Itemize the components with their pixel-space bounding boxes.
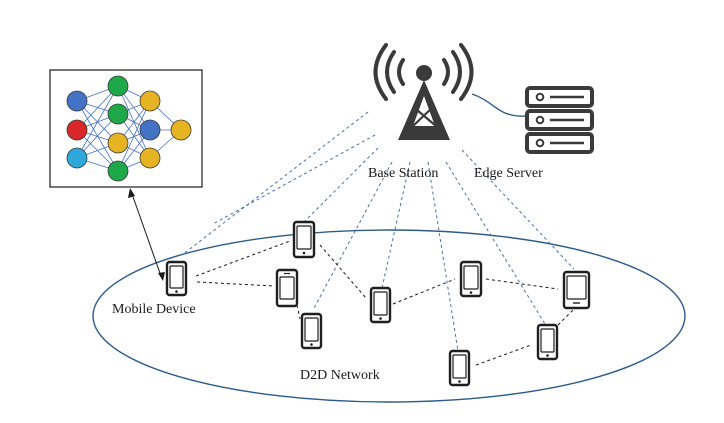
smartphone-icon xyxy=(292,220,316,259)
d2d-link xyxy=(557,309,574,326)
neural-network-node xyxy=(107,132,129,154)
server-rack-icon xyxy=(525,86,594,154)
d2d-link xyxy=(296,304,301,320)
d2d-link xyxy=(475,344,532,366)
edge-server-label: Edge Server xyxy=(474,166,543,181)
d2d-link xyxy=(195,240,291,277)
neural-network-icon xyxy=(49,69,203,188)
cellular-link xyxy=(303,147,379,223)
mobile-device-label: Mobile Device xyxy=(112,302,196,317)
neural-network-node xyxy=(66,90,88,112)
cellular-link xyxy=(212,134,376,225)
smartphone-icon xyxy=(165,260,188,297)
neural-network-node xyxy=(107,160,129,182)
base-station-label: Base Station xyxy=(368,166,439,181)
neural-network-nodes xyxy=(66,75,192,182)
neural-network-node xyxy=(139,147,161,169)
cellular-link xyxy=(181,111,369,256)
model-device-arrow xyxy=(128,188,165,281)
cellular-link xyxy=(312,161,393,311)
d2d-links xyxy=(195,240,574,366)
d2d-link xyxy=(392,278,456,305)
tablet-icon xyxy=(562,270,591,310)
neural-network-node xyxy=(66,147,88,169)
smartphone-icon xyxy=(369,286,392,324)
neural-network-node xyxy=(139,119,161,141)
neural-network-node xyxy=(107,75,129,97)
neural-network-node xyxy=(139,90,161,112)
smartphone-icon xyxy=(459,260,483,298)
d2d-network-ellipse xyxy=(92,229,686,403)
neural-network-edge xyxy=(117,100,151,172)
d2d-link xyxy=(196,281,275,287)
smartphone-icon xyxy=(275,268,299,308)
smartphone-icon xyxy=(300,312,323,350)
cellular-link xyxy=(427,161,459,352)
server-link xyxy=(471,93,529,117)
neural-network-node xyxy=(66,119,88,141)
smartphone-icon xyxy=(448,349,471,387)
cellular-link xyxy=(445,161,546,325)
cellular-links xyxy=(181,111,575,352)
tower-antenna-icon xyxy=(373,43,474,140)
neural-network-node xyxy=(107,103,129,125)
neural-network-node xyxy=(170,119,192,141)
neural-network-edge xyxy=(76,85,119,159)
d2d-link xyxy=(485,278,559,290)
d2d-network-label: D2D Network xyxy=(300,368,380,383)
smartphone-icon xyxy=(536,323,559,361)
